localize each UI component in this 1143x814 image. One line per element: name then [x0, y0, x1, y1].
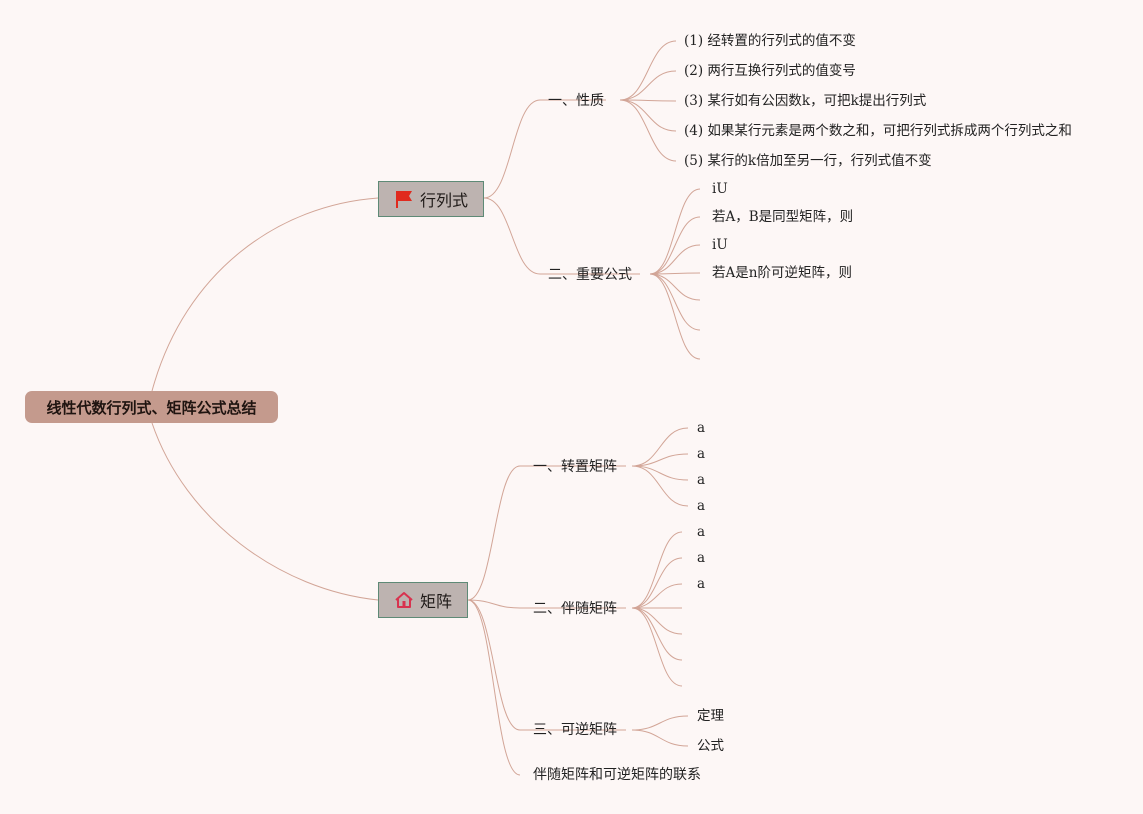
link-section-leaf [631, 465, 689, 507]
leaf-item[interactable]: a [697, 524, 706, 540]
section-adjugate-invertible-relation[interactable]: 伴随矩阵和可逆矩阵的联系 [533, 767, 701, 783]
leaf-item[interactable]: a [697, 472, 706, 488]
leaf-item[interactable]: (2) 两行互换行列式的值变号 [684, 63, 856, 79]
leaf-item[interactable]: iU [712, 181, 728, 197]
link-section-leaf [649, 216, 701, 275]
leaf-item[interactable]: iU [712, 237, 728, 253]
link-branch-section [467, 599, 521, 609]
link-branch-section [467, 465, 521, 601]
link-section-leaf [619, 40, 677, 101]
link-branch-section [467, 599, 521, 731]
link-section-leaf [631, 453, 689, 467]
link-section-leaf [649, 273, 701, 360]
branch-matrix-label: 矩阵 [419, 592, 452, 611]
section-properties[interactable]: 一、性质 [548, 93, 604, 109]
link-section-leaf [631, 715, 689, 731]
house-icon [395, 592, 413, 608]
section-transpose-matrix[interactable]: 一、转置矩阵 [533, 459, 617, 475]
link-section-leaf [631, 607, 683, 661]
leaf-item[interactable]: a [697, 550, 706, 566]
link-section-leaf [649, 244, 701, 275]
leaf-theorem[interactable]: 定理 [697, 708, 724, 724]
leaf-item[interactable]: (3) 某行如有公因数k，可把k提出行列式 [684, 93, 927, 109]
flag-icon [395, 191, 412, 208]
section-adjugate-matrix[interactable]: 二、伴随矩阵 [533, 601, 617, 617]
link-section-leaf [631, 427, 689, 467]
link-root-matrix [151, 422, 379, 601]
link-section-leaf [631, 607, 683, 635]
leaf-item[interactable]: a [697, 446, 706, 462]
leaf-formula[interactable]: 公式 [697, 738, 724, 754]
branch-determinant[interactable]: 行列式 [378, 181, 484, 217]
leaf-item[interactable]: a [697, 420, 706, 436]
link-section-leaf [631, 583, 683, 609]
link-section-leaf [631, 729, 689, 747]
link-section-leaf [619, 99, 677, 162]
link-branch-section [467, 599, 521, 776]
section-invertible-matrix[interactable]: 三、可逆矩阵 [533, 722, 617, 738]
link-section-leaf [631, 465, 689, 481]
link-section-leaf [649, 272, 701, 275]
leaf-item[interactable]: a [697, 576, 706, 592]
link-root-determinant [151, 197, 379, 392]
section-important-formulas[interactable]: 二、重要公式 [548, 267, 632, 283]
link-section-leaf [619, 70, 677, 101]
leaf-item[interactable]: (4) 如果某行元素是两个数之和，可把行列式拆成两个行列式之和 [684, 123, 1072, 139]
branch-matrix[interactable]: 矩阵 [378, 582, 468, 618]
leaf-item[interactable]: (5) 某行的k倍加至另一行，行列式值不变 [684, 153, 932, 169]
root-topic[interactable]: 线性代数行列式、矩阵公式总结 [25, 391, 278, 423]
link-section-leaf [649, 273, 701, 331]
link-section-leaf [631, 607, 683, 687]
link-section-leaf [649, 188, 701, 275]
leaf-item[interactable]: a [697, 498, 706, 514]
link-section-leaf [631, 531, 683, 609]
leaf-item[interactable]: 若A，B是同型矩阵，则 [712, 209, 854, 225]
link-branch-section [483, 197, 541, 275]
link-section-leaf [619, 99, 677, 102]
root-topic-label: 线性代数行列式、矩阵公式总结 [46, 398, 257, 417]
link-section-leaf [649, 273, 701, 301]
leaf-item[interactable]: (1) 经转置的行列式的值不变 [684, 33, 856, 49]
leaf-item[interactable]: 若A是n阶可逆矩阵，则 [712, 265, 852, 281]
branch-determinant-label: 行列式 [419, 191, 468, 210]
link-section-leaf [631, 557, 683, 609]
link-branch-section [483, 99, 541, 199]
link-section-leaf [619, 99, 677, 132]
